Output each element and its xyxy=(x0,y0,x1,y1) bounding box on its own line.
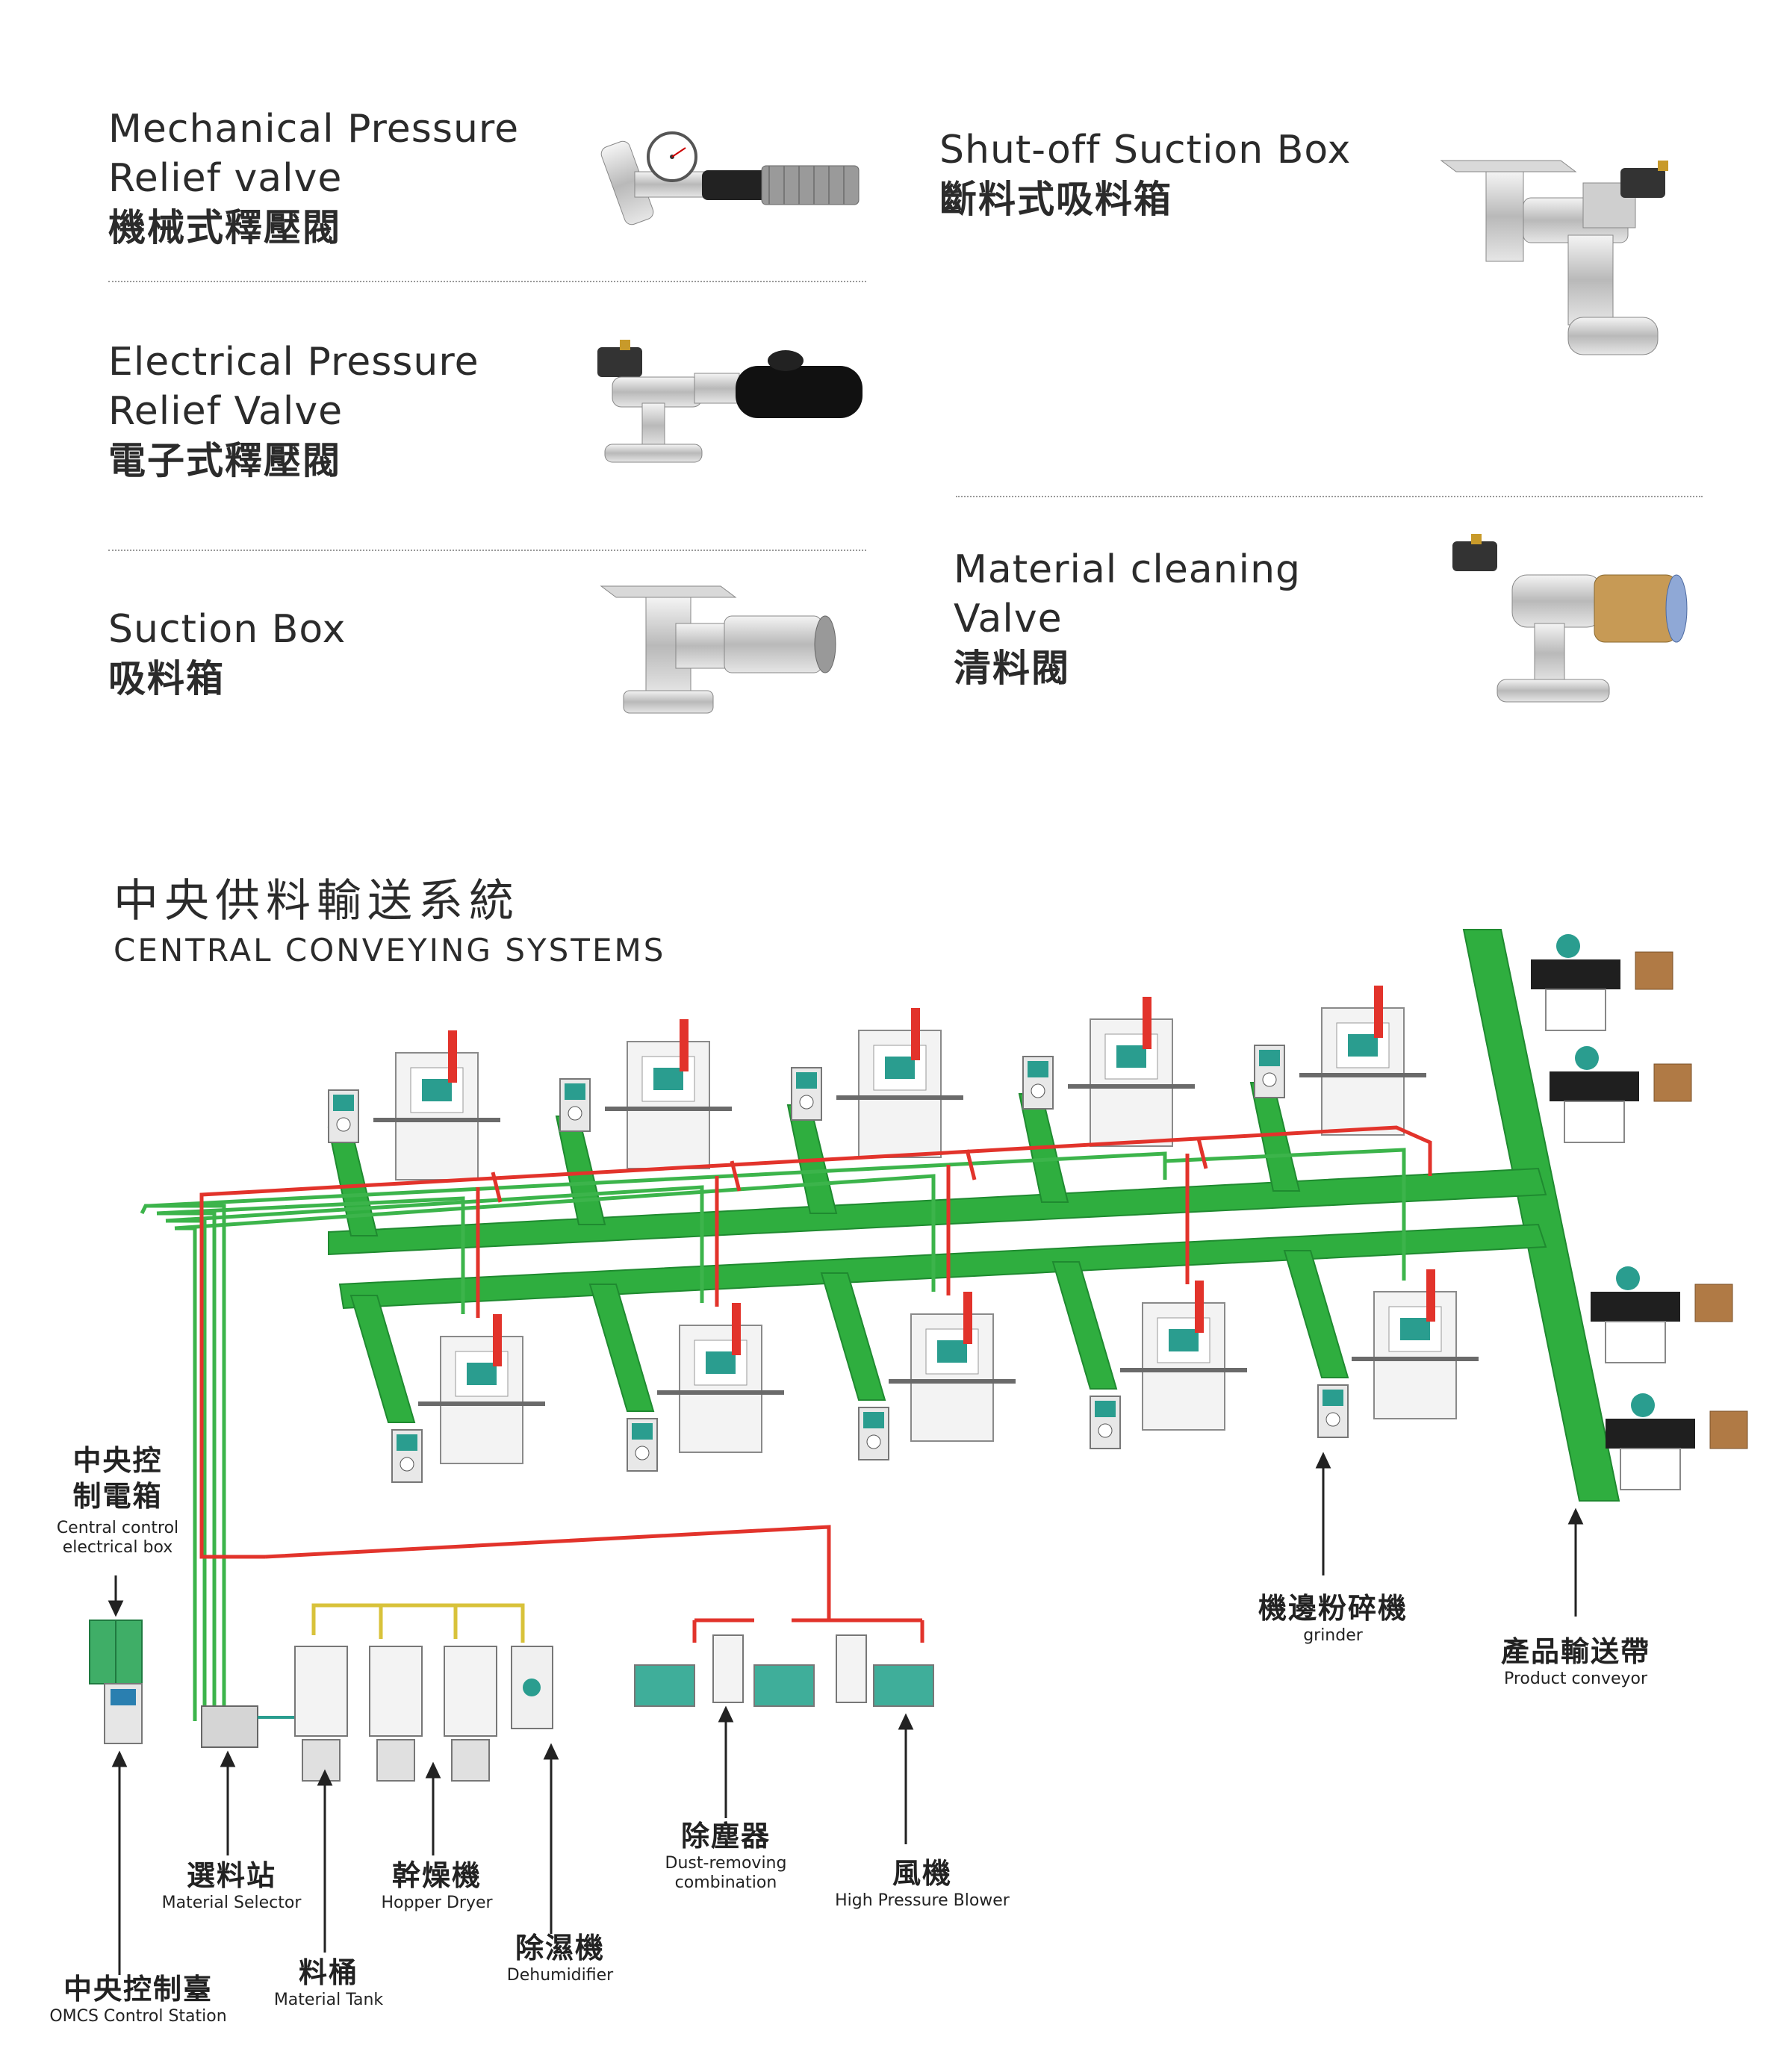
callout-control-box: 中央控 制電箱 Central control electrical box xyxy=(45,1443,190,1558)
product-name: Relief Valve xyxy=(108,389,344,434)
green-pipes xyxy=(140,1148,1406,1721)
callout-dust: 除塵器 Dust-removing combination xyxy=(644,1818,808,1893)
product-name-zh: 電子式釋壓閥 xyxy=(108,439,341,482)
dust-blower-units xyxy=(634,1634,934,1707)
callout-en: Dust-removing xyxy=(665,1854,787,1873)
callout-dryer: 幹燥機 Hopper Dryer xyxy=(355,1858,519,1913)
product-name: Electrical Pressure xyxy=(108,340,479,385)
callout-en: Hopper Dryer xyxy=(381,1894,493,1912)
callout-dehumidifier: 除濕機 Dehumidifier xyxy=(478,1930,642,1985)
material-cleaning-valve-image xyxy=(1452,534,1688,703)
callout-grinder: 機邊粉碎機 grinder xyxy=(1228,1590,1438,1646)
callout-tank: 料桶 Material Tank xyxy=(246,1955,411,2010)
conveying-system-diagram xyxy=(89,929,1748,1975)
callout-en: Dehumidifier xyxy=(506,1966,614,1985)
yellow-pipes xyxy=(311,1603,525,1643)
callout-selector: 選料站 Material Selector xyxy=(142,1858,321,1913)
section-title-en: CENTRAL CONVEYING SYSTEMS xyxy=(114,932,666,968)
control-electrical-box xyxy=(89,1620,143,1684)
product-suction-box: Suction Box 吸料箱 xyxy=(108,605,346,703)
callout-zh: 風機 xyxy=(892,1857,952,1890)
product-name-zh: 斷料式吸料箱 xyxy=(939,178,1172,221)
material-selector xyxy=(201,1705,295,1748)
product-conveyor-belt xyxy=(1462,929,1620,1502)
product-name: Shut-off Suction Box xyxy=(939,128,1352,172)
callout-en: High Pressure Blower xyxy=(835,1891,1010,1910)
lower-main-belt xyxy=(338,1223,1547,1310)
product-name: Relief valve xyxy=(108,156,343,201)
callout-zh: 機邊粉碎機 xyxy=(1258,1592,1408,1625)
mechanical-relief-valve-image xyxy=(600,131,860,225)
callout-zh: 除塵器 xyxy=(680,1820,771,1852)
callout-en: Material Selector xyxy=(161,1894,302,1912)
suction-box-image xyxy=(600,585,836,714)
product-name: Valve xyxy=(954,597,1063,641)
callout-zh: 料桶 xyxy=(298,1956,358,1989)
callout-en: Product conveyor xyxy=(1503,1670,1648,1688)
divider xyxy=(108,281,866,282)
product-shutoff-suction-box: Shut-off Suction Box 斷料式吸料箱 xyxy=(939,125,1351,224)
callout-zh: 幹燥機 xyxy=(391,1859,482,1892)
product-name: Material cleaning xyxy=(954,547,1302,592)
lower-branch-belts xyxy=(349,1250,1349,1423)
product-name-zh: 吸料箱 xyxy=(108,657,225,700)
callout-zh: 中央控制臺 xyxy=(63,1973,213,2006)
product-name: Suction Box xyxy=(108,607,346,652)
shutoff-suction-box-image xyxy=(1440,160,1668,355)
callout-conveyor: 產品輸送帶 Product conveyor xyxy=(1464,1634,1688,1689)
divider xyxy=(956,496,1703,497)
product-mechanical-relief-valve: Mechanical Pressure Relief valve 機械式釋壓閥 xyxy=(108,105,519,252)
callout-control-station: 中央控制臺 OMCS Control Station xyxy=(34,1971,243,2026)
callout-en: combination xyxy=(674,1873,777,1892)
hopper-dryers xyxy=(294,1646,497,1782)
callout-en: grinder xyxy=(1303,1626,1363,1645)
product-name: Mechanical Pressure xyxy=(108,107,520,152)
callout-en: electrical box xyxy=(62,1538,173,1557)
electrical-relief-valve-image xyxy=(597,340,863,463)
red-pipes xyxy=(199,1125,1432,1643)
callout-zh: 中央控 xyxy=(72,1444,163,1477)
control-station xyxy=(104,1683,143,1744)
callout-en: OMCS Control Station xyxy=(49,2007,227,2026)
callout-blower: 風機 High Pressure Blower xyxy=(818,1855,1027,1911)
product-electrical-relief-valve: Electrical Pressure Relief Valve 電子式釋壓閥 xyxy=(108,337,479,485)
callout-zh: 制電箱 xyxy=(72,1480,163,1513)
callout-en: Central control xyxy=(56,1519,179,1537)
callout-zh: 選料站 xyxy=(186,1859,276,1892)
callout-zh: 產品輸送帶 xyxy=(1500,1635,1650,1668)
callout-en: Material Tank xyxy=(273,1991,384,2009)
product-name-zh: 清料閥 xyxy=(954,647,1070,690)
upper-main-belt xyxy=(328,1167,1547,1256)
product-name-zh: 機械式釋壓閥 xyxy=(108,206,341,249)
product-material-cleaning-valve: Material cleaning Valve 清料閥 xyxy=(954,545,1301,693)
callout-zh: 除濕機 xyxy=(515,1932,605,1964)
section-title-zh: 中央供料輸送系統 xyxy=(114,875,520,927)
divider xyxy=(108,550,866,551)
callout-arrows xyxy=(108,1452,1584,1975)
dehumidifier xyxy=(511,1646,553,1729)
